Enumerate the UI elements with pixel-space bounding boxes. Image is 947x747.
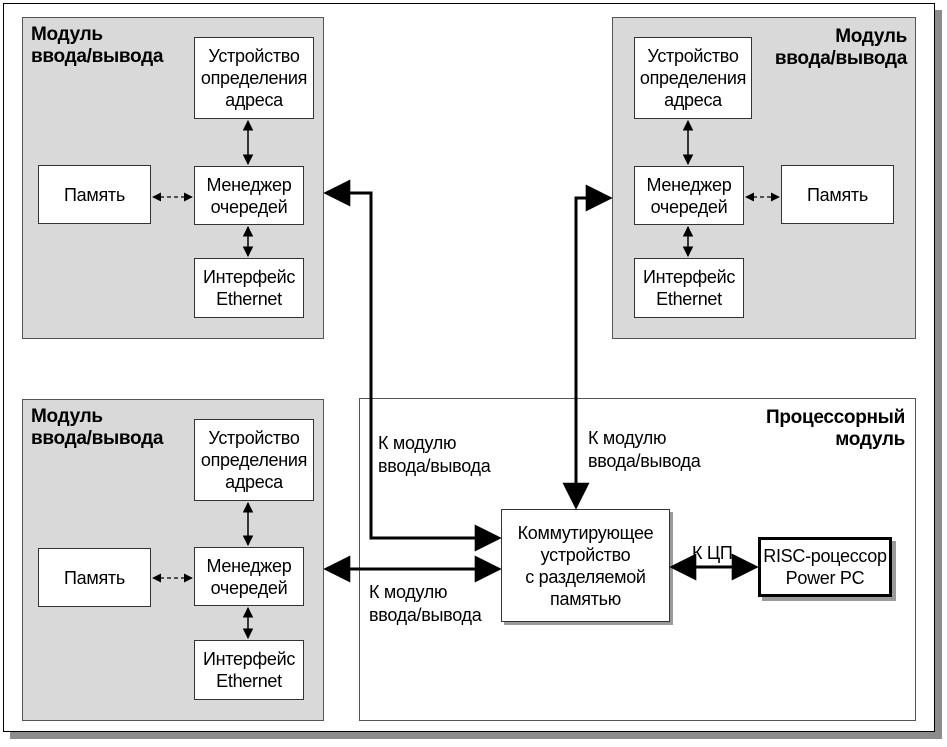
risc-processor-box: RISC-роцессор Power PC (758, 537, 892, 597)
arrow-switch-to-top-left-module (323, 179, 502, 552)
label-to-io-module-bottom: К модулю ввода/вывода (369, 582, 482, 625)
address-device-box: Устройство определения адреса (634, 37, 752, 119)
address-device-box: Устройство определения адреса (194, 419, 314, 501)
queue-manager-box: Менеджер очередей (634, 166, 744, 225)
io-module-title: Модуль ввода/вывода (31, 406, 164, 449)
memory-box: Память (38, 548, 151, 607)
memory-box: Память (38, 165, 151, 224)
memory-box: Память (781, 165, 894, 224)
arrow-switch-to-top-right-module (562, 184, 613, 510)
io-module-title: Модуль ввода/вывода (774, 26, 907, 69)
ethernet-interface-box: Интерфейс Ethernet (634, 258, 744, 318)
queue-manager-box: Менеджер очередей (194, 166, 304, 225)
io-module-title: Модуль ввода/вывода (31, 24, 164, 67)
address-device-box: Устройство определения адреса (194, 37, 314, 119)
ethernet-interface-box: Интерфейс Ethernet (194, 258, 304, 318)
queue-manager-box: Менеджер очередей (194, 547, 304, 606)
processor-module-title: Процессорный модуль (766, 407, 905, 450)
shared-memory-switch-box: Коммутирующее устройство с разделяемой п… (501, 509, 670, 622)
ethernet-interface-box: Интерфейс Ethernet (194, 640, 304, 700)
